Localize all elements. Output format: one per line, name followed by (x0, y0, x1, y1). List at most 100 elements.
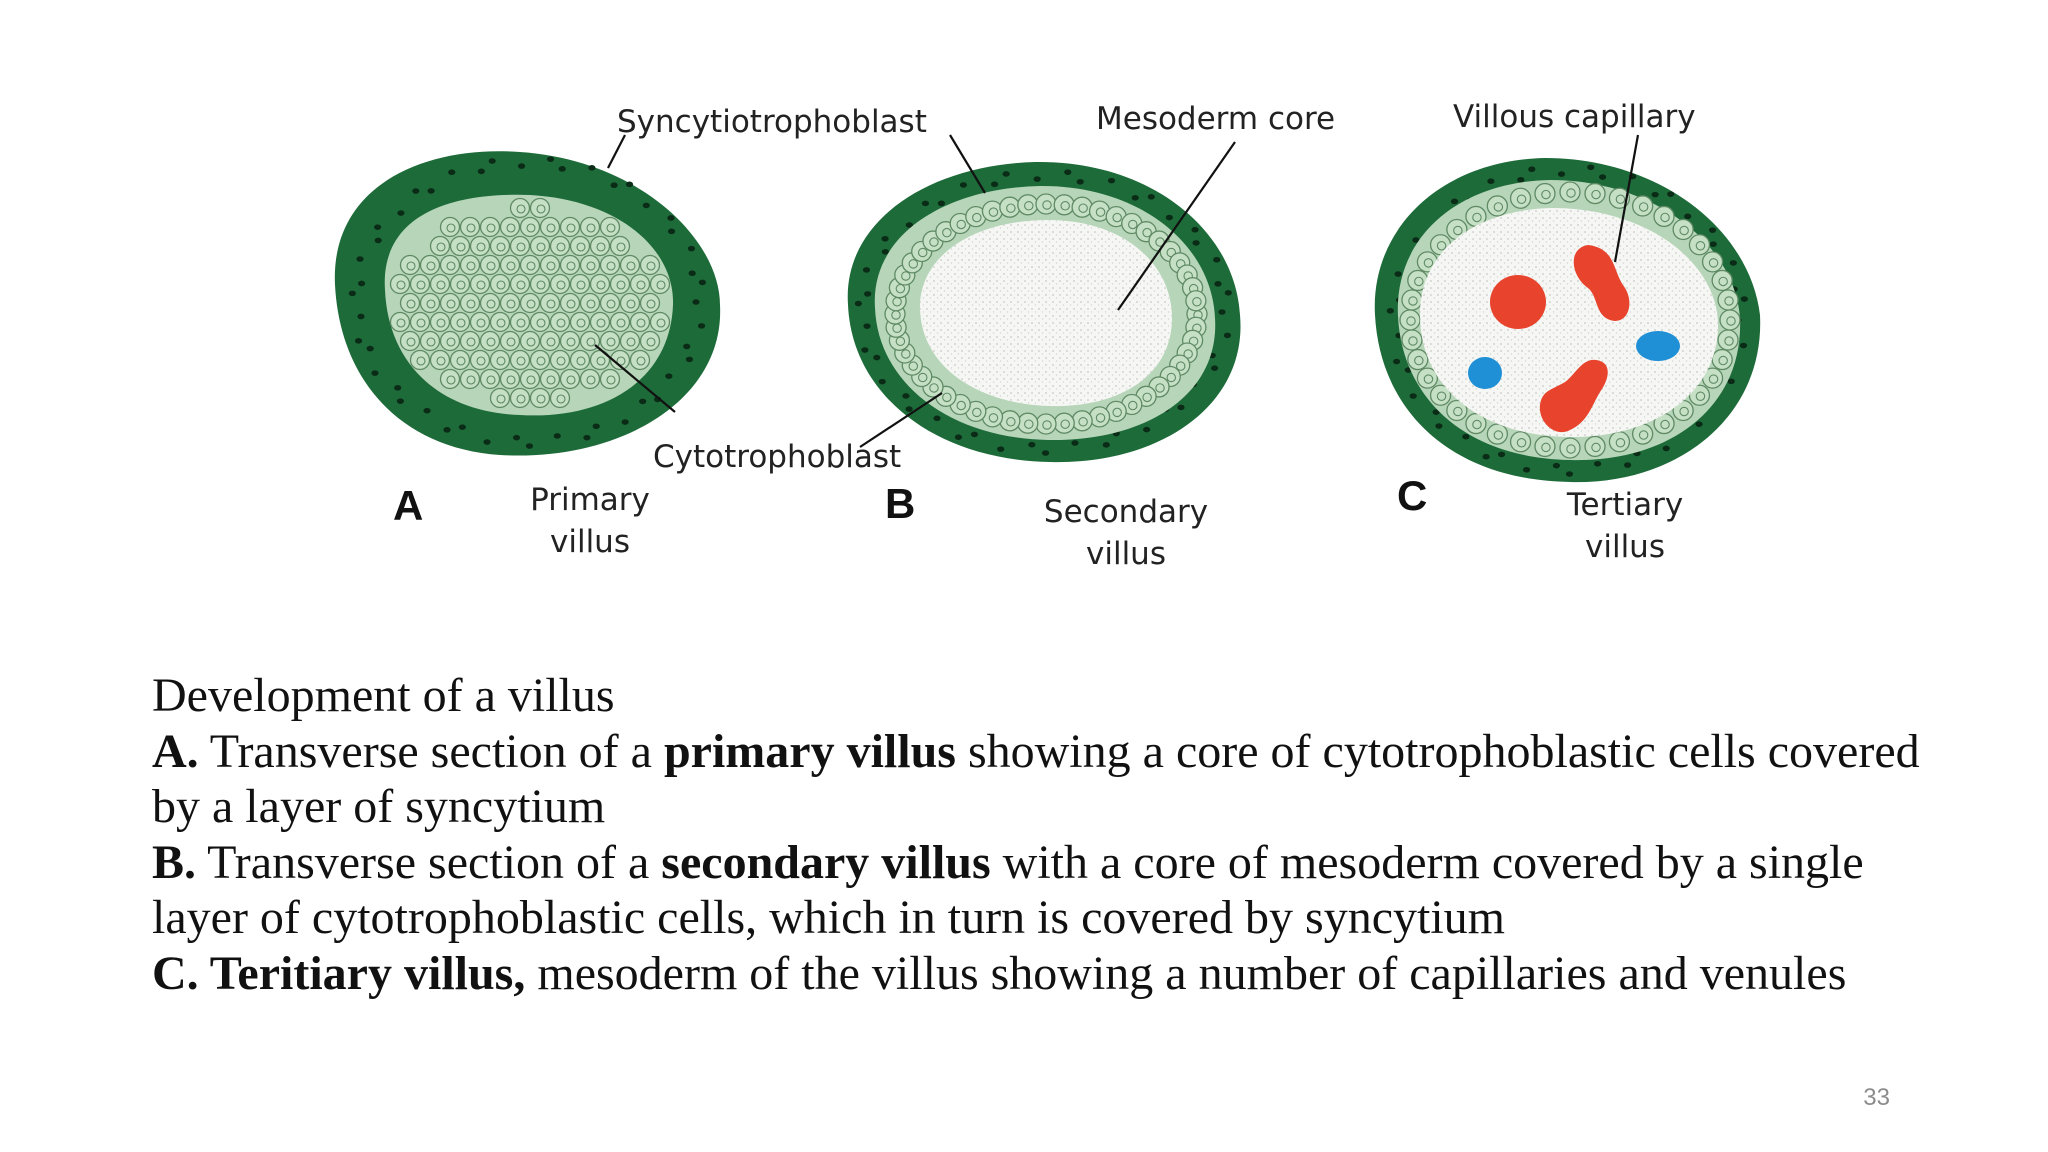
cell (609, 273, 631, 295)
leader-capillary (1613, 134, 1640, 263)
nucleus (1487, 178, 1495, 185)
nucleus (1432, 409, 1440, 415)
nucleus (1587, 164, 1595, 171)
cell (1509, 431, 1532, 453)
cell (569, 311, 591, 333)
nucleus (1708, 227, 1717, 233)
tertiary-villus-section (1374, 158, 1761, 483)
cell (1017, 194, 1039, 216)
cell (559, 368, 581, 390)
cell (999, 410, 1021, 432)
cell (429, 349, 451, 371)
nucleus (921, 200, 930, 207)
cell (589, 235, 611, 257)
nucleus (1041, 450, 1050, 456)
cell (419, 292, 441, 314)
cell (479, 216, 501, 238)
nucleus (1002, 171, 1010, 177)
cell (479, 368, 501, 390)
nucleus (1462, 433, 1470, 440)
venule-blue-1 (1468, 357, 1502, 389)
cell (1429, 384, 1452, 406)
caption-b-pre: Transverse section of a (196, 835, 662, 889)
label-villous-capillary: Villous capillary (1453, 99, 1696, 135)
nucleus (357, 280, 366, 287)
nucleus (1131, 194, 1139, 201)
capillary-red-1 (1490, 275, 1546, 329)
nucleus (525, 443, 534, 449)
nucleus (685, 356, 694, 363)
caption-b: B. Transverse section of a secondary vil… (152, 835, 1932, 946)
nucleus (864, 291, 872, 297)
cell (439, 292, 461, 314)
villus-diagram: Syncytiotrophoblast Mesoderm core Villou… (334, 99, 1761, 572)
cell (439, 254, 461, 276)
cell (459, 292, 481, 314)
cell (449, 273, 471, 295)
nucleus (933, 415, 941, 422)
nucleus (1107, 177, 1116, 184)
leader-lines (594, 134, 1640, 448)
nucleus (517, 163, 526, 169)
nucleus (553, 433, 561, 439)
cell (1486, 195, 1509, 217)
nucleus (1727, 378, 1735, 385)
nucleus (1740, 296, 1748, 302)
nucleus (863, 323, 871, 329)
nucleus (1450, 198, 1459, 205)
nucleus (873, 354, 881, 361)
secondary-villus-section (847, 161, 1241, 463)
cell (1399, 309, 1421, 331)
cell (1401, 289, 1423, 311)
label-syncytiotrophoblast: Syncytiotrophoblast (617, 104, 927, 140)
cytotrophoblast-cells-c (1399, 181, 1741, 459)
panel-letter-b: B (885, 480, 915, 527)
cell (1688, 384, 1711, 406)
nucleus (1482, 453, 1490, 460)
cell (1534, 182, 1556, 205)
cell (639, 254, 661, 276)
nucleus (1064, 169, 1072, 175)
cell (1559, 437, 1581, 459)
cell (1701, 367, 1724, 389)
nucleus (1522, 466, 1531, 473)
nucleus (354, 338, 363, 344)
cell (459, 330, 481, 352)
caption-b-post: with a core of mesoderm covered by a sin… (152, 835, 1864, 945)
nucleus (1695, 421, 1703, 427)
cell (1717, 329, 1739, 351)
cell (409, 273, 431, 295)
nucleus (1393, 358, 1401, 365)
cell (539, 254, 561, 276)
cell (1534, 435, 1556, 458)
cell (1407, 348, 1429, 371)
panel-c-type-line2: villus (1585, 529, 1665, 565)
nucleus (443, 427, 451, 433)
cell (439, 216, 461, 238)
cell (499, 216, 521, 238)
nucleus (394, 385, 402, 391)
cell (1688, 234, 1711, 256)
cell (999, 196, 1021, 218)
caption-b-bold: secondary villus (661, 835, 991, 889)
cell (1717, 289, 1739, 311)
cell (629, 273, 651, 295)
nucleus (1218, 309, 1226, 315)
cell (1035, 193, 1057, 215)
cell (529, 349, 551, 371)
cell (599, 330, 621, 352)
cell (629, 349, 651, 371)
nucleus (1028, 441, 1036, 448)
cell (619, 292, 641, 314)
cell (399, 330, 421, 352)
nucleus (1147, 194, 1155, 200)
nucleus (1102, 442, 1110, 448)
cell (1401, 329, 1423, 351)
panel-a-type-line1: Primary (530, 482, 650, 518)
nucleus (1076, 178, 1084, 185)
caption-a-post: showing a core of cytotrophoblastic cell… (152, 724, 1920, 834)
cell (539, 292, 561, 314)
cell (489, 235, 511, 257)
cell (389, 311, 411, 333)
nucleus (397, 210, 405, 216)
